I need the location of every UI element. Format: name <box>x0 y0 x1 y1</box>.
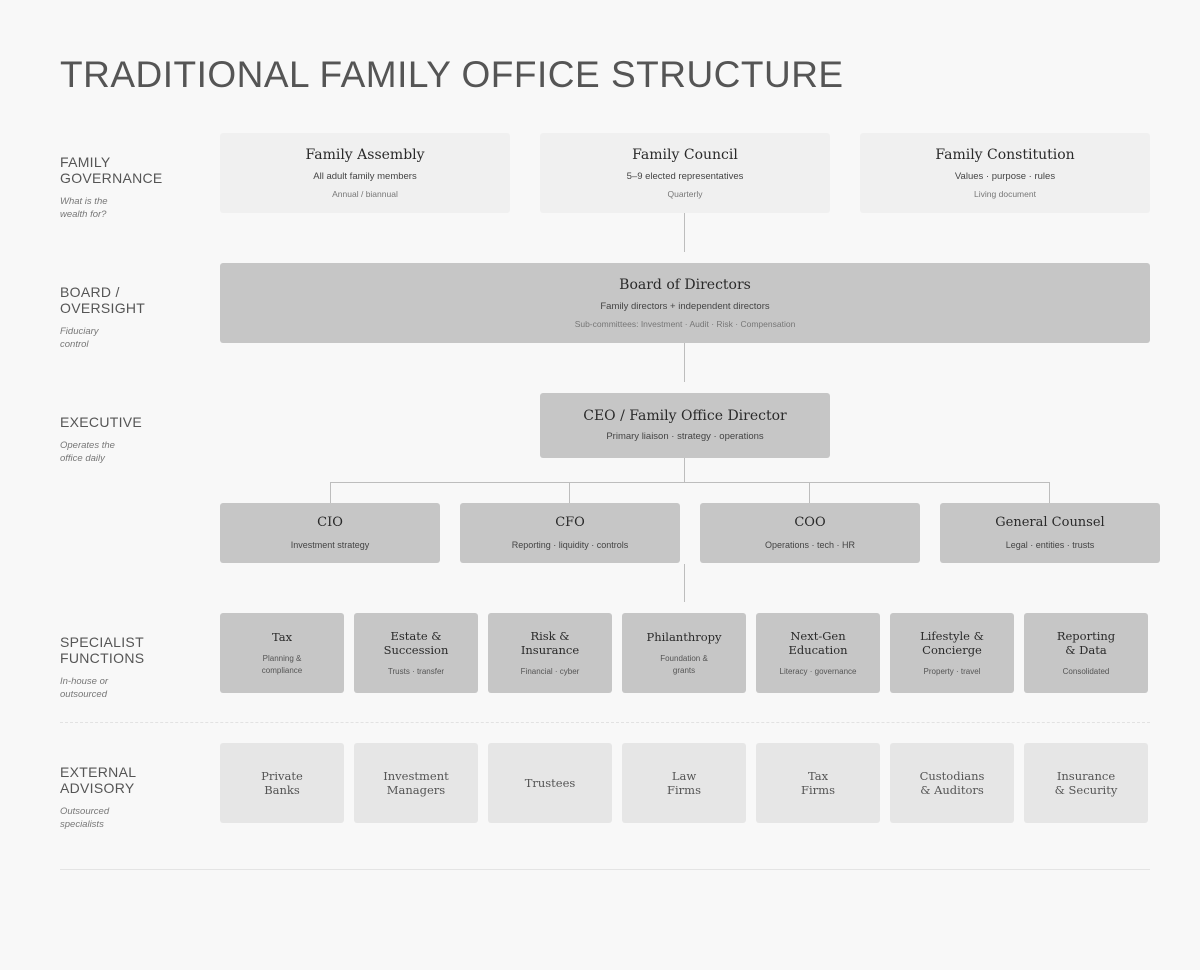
family-constitution-box[interactable]: Family Constitution Values · purpose · r… <box>860 133 1150 213</box>
ceo-box[interactable]: CEO / Family Office Director Primary lia… <box>540 393 830 458</box>
box-title: Family Assembly <box>305 146 425 163</box>
cio-box[interactable]: CIO Investment strategy <box>220 503 440 563</box>
family-assembly-box[interactable]: Family Assembly All adult family members… <box>220 133 510 213</box>
external-insurance-box[interactable]: Insurance & Security <box>1024 743 1148 823</box>
box-subtitle: All adult family members <box>313 170 417 182</box>
row-label-specialist: SPECIALIST FUNCTIONS In-house or outsour… <box>60 634 210 701</box>
box-subtitle: Property · travel <box>923 666 981 676</box>
box-subtitle: Values · purpose · rules <box>954 170 1056 182</box>
box-title: General Counsel <box>995 515 1105 530</box>
external-investment-managers-box[interactable]: Investment Managers <box>354 743 478 823</box>
row-label-subtitle: Fiduciary control <box>60 326 99 350</box>
box-title: Tax <box>271 629 293 644</box>
connector-ceo-bus <box>684 457 685 483</box>
box-title: Board of Directors <box>619 276 751 293</box>
row-label-title: EXTERNAL ADVISORY <box>60 764 136 796</box>
box-title: Investment Managers <box>383 769 449 797</box>
box-title: Lifestyle & Concierge <box>920 628 984 657</box>
connector-exec-specialists <box>684 564 685 602</box>
box-title: Philanthropy <box>646 629 722 644</box>
box-title: Family Council <box>632 146 738 163</box>
external-private-banks-box[interactable]: Private Banks <box>220 743 344 823</box>
box-detail: Quarterly <box>667 188 703 199</box>
row-label-executive: EXECUTIVE Operates the office daily <box>60 414 210 465</box>
coo-box[interactable]: COO Operations · tech · HR <box>700 503 920 563</box>
box-title: Estate & Succession <box>383 628 449 657</box>
specialist-tax-box[interactable]: Tax Planning & compliance <box>220 613 344 693</box>
box-title: Private Banks <box>261 769 303 797</box>
row-label-external: EXTERNAL ADVISORY Outsourced specialists <box>60 764 210 831</box>
row-label-subtitle: Outsourced specialists <box>60 806 110 830</box>
row-label-title: SPECIALIST FUNCTIONS <box>60 634 145 666</box>
box-subtitle: Consolidated <box>1062 666 1110 676</box>
box-title: Insurance & Security <box>1054 769 1118 797</box>
box-title: Law Firms <box>667 769 701 797</box>
box-subtitle: Reporting · liquidity · controls <box>511 540 629 550</box>
row-label-governance: FAMILY GOVERNANCE What is the wealth for… <box>60 154 210 221</box>
general-counsel-box[interactable]: General Counsel Legal · entities · trust… <box>940 503 1160 563</box>
box-subtitle: Family directors + independent directors <box>600 300 770 312</box>
connector-bus-cio <box>330 482 331 503</box>
section-divider <box>60 722 1150 723</box>
page-title: TRADITIONAL FAMILY OFFICE STRUCTURE <box>60 54 844 95</box>
family-council-box[interactable]: Family Council 5–9 elected representativ… <box>540 133 830 213</box>
connector-exec-bus <box>330 482 1050 483</box>
box-title: Next-Gen Education <box>788 628 848 657</box>
box-title: CEO / Family Office Director <box>583 408 787 424</box>
connector-council-board <box>684 212 685 252</box>
external-custodians-box[interactable]: Custodians & Auditors <box>890 743 1014 823</box>
specialist-lifestyle-box[interactable]: Lifestyle & Concierge Property · travel <box>890 613 1014 693</box>
box-detail: Annual / biannual <box>332 188 398 199</box>
box-subtitle: Literacy · governance <box>779 666 857 676</box>
box-subtitle: Trusts · transfer <box>387 666 445 676</box>
box-title: Trustees <box>524 776 576 790</box>
box-title: COO <box>794 515 826 530</box>
connector-bus-coo <box>809 482 810 503</box>
box-detail: Living document <box>974 188 1036 199</box>
box-subtitle: Legal · entities · trusts <box>1005 540 1095 550</box>
box-detail: Sub-committees: Investment · Audit · Ris… <box>574 318 796 329</box>
row-label-board: BOARD / OVERSIGHT Fiduciary control <box>60 284 210 351</box>
box-subtitle: Investment strategy <box>290 540 370 550</box>
box-title: Custodians & Auditors <box>919 769 985 797</box>
row-label-subtitle: Operates the office daily <box>60 440 115 464</box>
box-title: Reporting & Data <box>1056 628 1116 657</box>
box-title: Risk & Insurance <box>520 628 580 657</box>
connector-bus-counsel <box>1049 482 1050 503</box>
box-subtitle: Operations · tech · HR <box>764 540 856 550</box>
specialist-philanthropy-box[interactable]: Philanthropy Foundation & grants <box>622 613 746 693</box>
row-label-subtitle: What is the wealth for? <box>60 196 108 220</box>
row-label-subtitle: In-house or outsourced <box>60 676 109 700</box>
specialist-estate-box[interactable]: Estate & Succession Trusts · transfer <box>354 613 478 693</box>
box-subtitle: Foundation & grants <box>660 653 708 675</box>
board-of-directors-box[interactable]: Board of Directors Family directors + in… <box>220 263 1150 343</box>
specialist-reporting-box[interactable]: Reporting & Data Consolidated <box>1024 613 1148 693</box>
row-label-title: EXECUTIVE <box>60 414 143 430</box>
connector-board-ceo <box>684 342 685 382</box>
specialist-risk-box[interactable]: Risk & Insurance Financial · cyber <box>488 613 612 693</box>
box-title: Family Constitution <box>935 146 1075 163</box>
cfo-box[interactable]: CFO Reporting · liquidity · controls <box>460 503 680 563</box>
external-trustees-box[interactable]: Trustees <box>488 743 612 823</box>
box-title: Tax Firms <box>801 769 835 797</box>
connector-bus-cfo <box>569 482 570 503</box>
box-title: CIO <box>317 515 343 530</box>
box-title: CFO <box>555 515 585 530</box>
box-subtitle: Financial · cyber <box>520 666 580 676</box>
box-subtitle: Primary liaison · strategy · operations <box>606 431 764 442</box>
box-subtitle: 5–9 elected representatives <box>626 170 744 182</box>
external-law-firms-box[interactable]: Law Firms <box>622 743 746 823</box>
footer-divider <box>60 869 1150 870</box>
specialist-nextgen-box[interactable]: Next-Gen Education Literacy · governance <box>756 613 880 693</box>
row-label-title: FAMILY GOVERNANCE <box>60 154 163 186</box>
row-label-title: BOARD / OVERSIGHT <box>60 284 146 316</box>
external-tax-firms-box[interactable]: Tax Firms <box>756 743 880 823</box>
box-subtitle: Planning & compliance <box>261 653 303 675</box>
